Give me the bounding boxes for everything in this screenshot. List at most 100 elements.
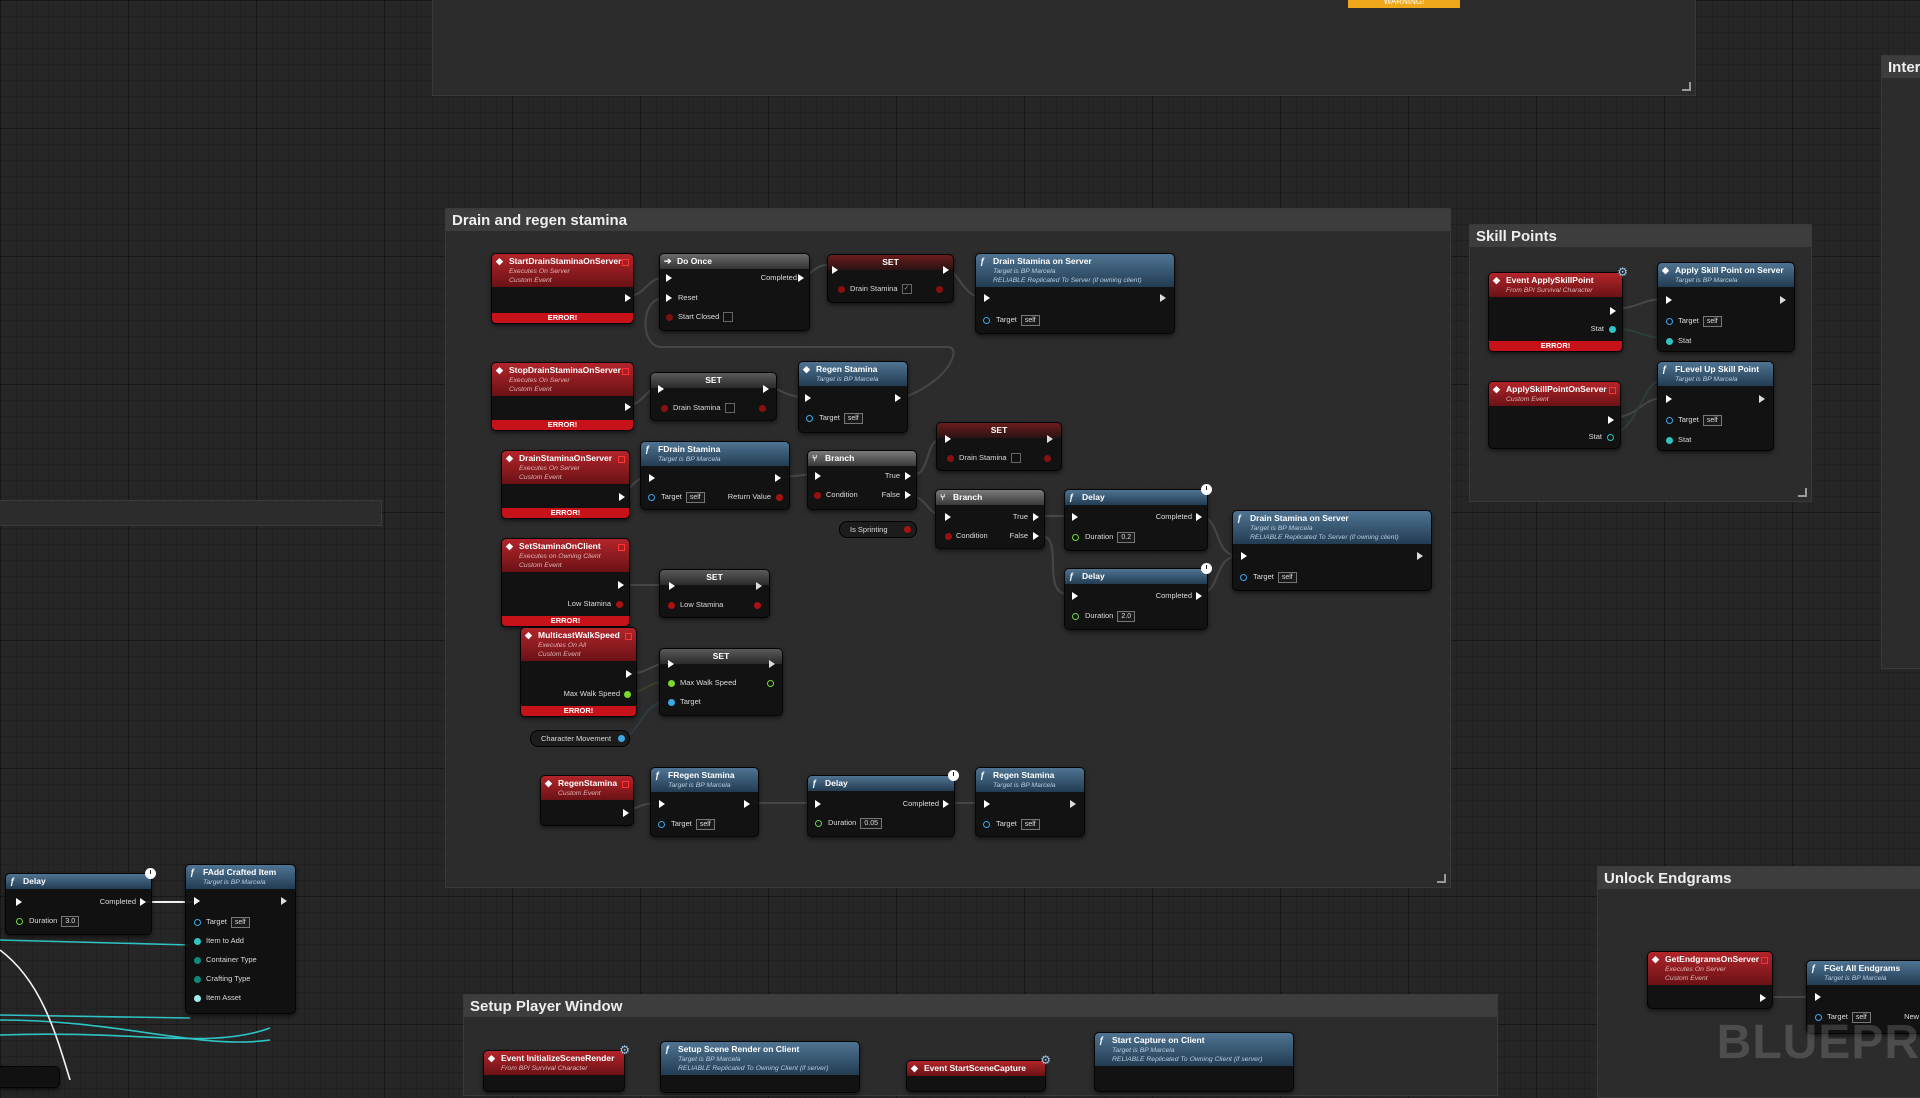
target-pin[interactable] [1666, 417, 1673, 424]
event-start-scene-capture-node[interactable]: ◆Event StartSceneCapture ⚙ [906, 1053, 1051, 1092]
exec-out-pin[interactable] [619, 493, 625, 501]
exec-out-pin[interactable] [626, 670, 632, 678]
target-pin[interactable] [983, 317, 990, 324]
exec-in-pin[interactable] [832, 266, 838, 274]
exec-out-pin[interactable] [623, 809, 629, 817]
stat-pin[interactable] [1666, 437, 1673, 444]
target-pin[interactable] [194, 919, 201, 926]
exec-in-pin[interactable] [945, 435, 951, 443]
exec-out-pin[interactable] [1759, 395, 1765, 403]
exec-in-pin[interactable] [805, 394, 811, 402]
exec-out-pin[interactable] [1196, 513, 1202, 521]
exec-out-pin[interactable] [763, 385, 769, 393]
exec-out-pin[interactable] [625, 294, 631, 302]
target-pin[interactable] [1666, 318, 1673, 325]
is-sprinting-pin[interactable] [904, 526, 911, 533]
item-asset-pin[interactable] [194, 995, 201, 1002]
drain-stamina-out-pin[interactable] [1044, 455, 1051, 462]
stat-pin[interactable] [1607, 434, 1614, 441]
start-closed-pin[interactable] [666, 314, 673, 321]
false-exec-pin[interactable] [1033, 532, 1039, 540]
exec-out-pin[interactable] [769, 660, 775, 668]
set-low-stamina-node[interactable]: SET Low Stamina [659, 569, 770, 618]
exec-in-pin[interactable] [669, 582, 675, 590]
character-movement-pin[interactable] [618, 735, 625, 742]
exec-in-pin[interactable] [666, 274, 672, 282]
exec-in-pin[interactable] [984, 294, 990, 302]
exec-in-pin[interactable] [1815, 993, 1821, 1001]
target-pin[interactable] [1815, 1014, 1822, 1021]
resize-handle[interactable] [1682, 82, 1691, 91]
exec-in-pin[interactable] [1666, 395, 1672, 403]
return-value-pin[interactable] [776, 494, 783, 501]
exec-out-pin[interactable] [1070, 800, 1076, 808]
offscreen-node[interactable] [0, 1066, 60, 1088]
exec-out-pin[interactable] [1196, 592, 1202, 600]
exec-in-pin[interactable] [16, 898, 22, 906]
target-pin[interactable] [806, 415, 813, 422]
low-stamina-pin[interactable] [616, 601, 623, 608]
container-type-pin[interactable] [194, 957, 201, 964]
exec-out-pin[interactable] [1417, 552, 1423, 560]
branch-node-2[interactable]: ⑂Branch True Condition False [935, 489, 1045, 549]
exec-in-pin[interactable] [649, 474, 655, 482]
exec-out-pin[interactable] [625, 403, 631, 411]
drain-stamina-out-pin[interactable] [759, 405, 766, 412]
target-pin[interactable] [658, 821, 665, 828]
resize-handle[interactable] [1437, 874, 1446, 883]
exec-out-pin[interactable] [1047, 435, 1053, 443]
low-stamina-pin[interactable] [668, 602, 675, 609]
exec-in-pin[interactable] [815, 800, 821, 808]
low-stamina-out-pin[interactable] [754, 602, 761, 609]
exec-in-pin[interactable] [984, 800, 990, 808]
is-sprinting-variable[interactable]: Is Sprinting [839, 521, 917, 538]
do-once-node[interactable]: ➔Do Once Completed Reset Start Closed [659, 253, 810, 331]
exec-out-pin[interactable] [281, 897, 287, 905]
exec-out-pin[interactable] [756, 582, 762, 590]
set-drain-stamina-node-3[interactable]: SET Drain Stamina [936, 422, 1062, 471]
duration-pin[interactable] [815, 820, 822, 827]
drain-stamina-checkbox[interactable] [1010, 453, 1021, 464]
set-drain-stamina-node-2[interactable]: SET Drain Stamina [650, 372, 777, 421]
exec-out-pin[interactable] [895, 394, 901, 402]
condition-pin[interactable] [814, 492, 821, 499]
exec-out-pin[interactable] [1608, 416, 1614, 424]
exec-out-pin[interactable] [1160, 294, 1166, 302]
exec-out-pin[interactable] [140, 898, 146, 906]
exec-out-pin[interactable] [943, 266, 949, 274]
drain-stamina-checkbox[interactable] [724, 403, 735, 414]
exec-out-pin[interactable] [943, 800, 949, 808]
exec-in-pin[interactable] [945, 513, 951, 521]
exec-out-pin[interactable] [1780, 296, 1786, 304]
resize-handle[interactable] [1798, 488, 1807, 497]
max-walk-speed-pin[interactable] [668, 680, 675, 687]
item-to-add-pin[interactable] [194, 938, 201, 945]
target-pin[interactable] [1240, 574, 1247, 581]
drain-stamina-pin[interactable] [947, 455, 954, 462]
duration-pin[interactable] [1072, 534, 1079, 541]
exec-in-pin[interactable] [658, 385, 664, 393]
exec-out-pin[interactable] [618, 581, 624, 589]
max-walk-speed-pin[interactable] [624, 691, 631, 698]
true-exec-pin[interactable] [1033, 513, 1039, 521]
